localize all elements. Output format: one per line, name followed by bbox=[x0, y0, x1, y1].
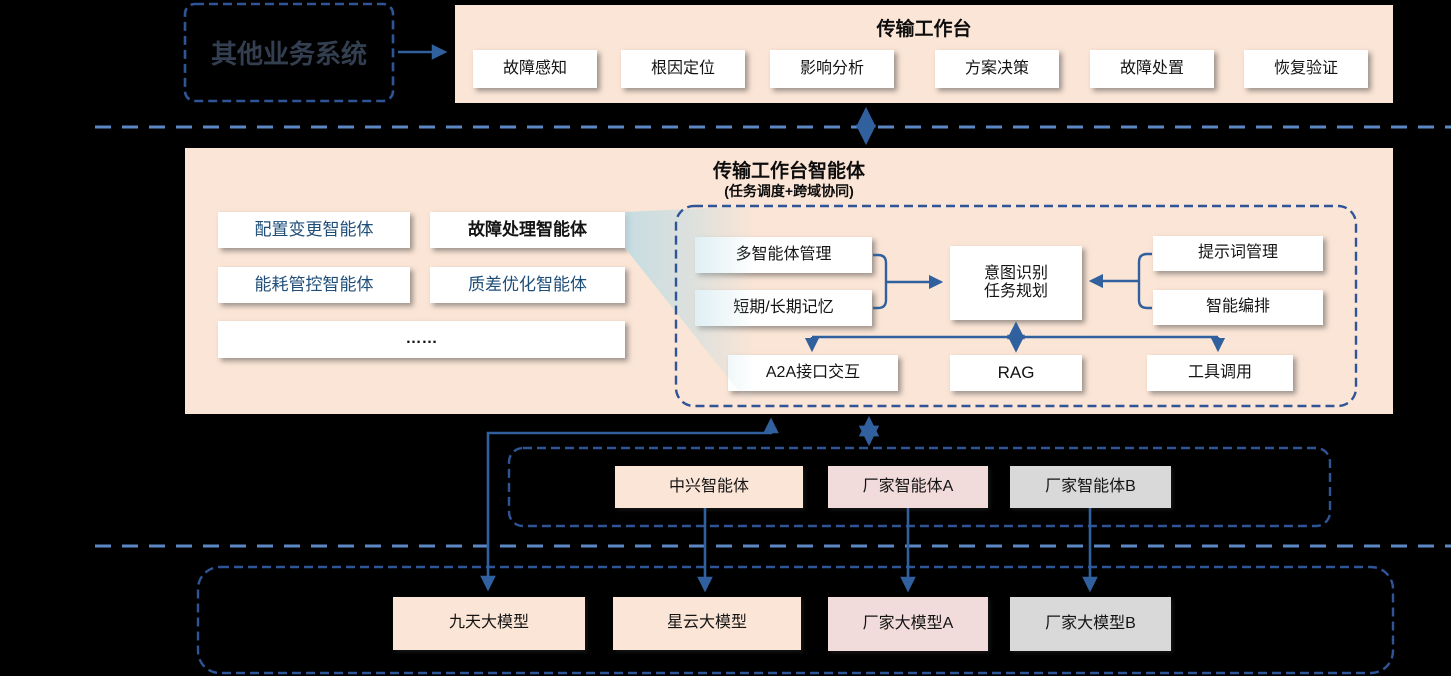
intent-line2: 任务规划 bbox=[983, 283, 1048, 300]
module-impact-analysis: 影响分析 bbox=[770, 50, 894, 88]
other-systems-label: 其他业务系统 bbox=[210, 39, 367, 69]
a2a-interface: A2A接口交互 bbox=[728, 355, 898, 391]
intelligent-orchestration: 智能编排 bbox=[1153, 290, 1323, 325]
short-long-term-memory: 短期/长期记忆 bbox=[695, 290, 872, 326]
energy-control-agent: 能耗管控智能体 bbox=[218, 267, 410, 303]
module-fault-perception: 故障感知 bbox=[473, 50, 597, 88]
vendor-model-a: 厂家大模型A bbox=[828, 597, 988, 651]
intent-task-planning: 意图识别 任务规划 bbox=[950, 246, 1082, 320]
module-recovery-verification: 恢复验证 bbox=[1244, 50, 1368, 88]
module-root-cause-location: 根因定位 bbox=[621, 50, 745, 88]
more-agents-ellipsis: …… bbox=[218, 321, 625, 358]
multi-agent-management: 多智能体管理 bbox=[695, 237, 872, 273]
vendor-agent-b: 厂家智能体B bbox=[1010, 466, 1171, 508]
agent-platform-title: 传输工作台智能体 bbox=[712, 161, 865, 182]
module-fault-handling: 故障处置 bbox=[1090, 50, 1214, 88]
tool-invocation: 工具调用 bbox=[1147, 355, 1293, 391]
intent-line1: 意图识别 bbox=[983, 264, 1048, 282]
workbench-title: 传输工作台 bbox=[876, 19, 972, 40]
jiutian-model: 九天大模型 bbox=[393, 597, 585, 650]
quality-optimization-agent: 质差优化智能体 bbox=[430, 267, 625, 303]
zte-agent: 中兴智能体 bbox=[615, 466, 803, 508]
agent-platform-subtitle: (任务调度+跨域协同) bbox=[724, 183, 854, 199]
fault-handling-agent: 故障处理智能体 bbox=[430, 212, 625, 248]
prompt-management: 提示词管理 bbox=[1153, 236, 1323, 271]
rag-box: RAG bbox=[950, 355, 1082, 391]
agent-platform-panel: 传输工作台智能体 (任务调度+跨域协同) 配置变更智能体 故障处理智能体 能耗管… bbox=[185, 148, 1393, 414]
xingyun-model: 星云大模型 bbox=[613, 597, 801, 650]
vendor-agent-a: 厂家智能体A bbox=[828, 466, 988, 508]
vendor-model-b: 厂家大模型B bbox=[1010, 597, 1171, 651]
module-plan-decision: 方案决策 bbox=[935, 50, 1059, 88]
config-change-agent: 配置变更智能体 bbox=[218, 212, 410, 248]
workbench-panel: 传输工作台 故障感知 根因定位 影响分析 方案决策 故障处置 恢复验证 bbox=[455, 5, 1393, 103]
